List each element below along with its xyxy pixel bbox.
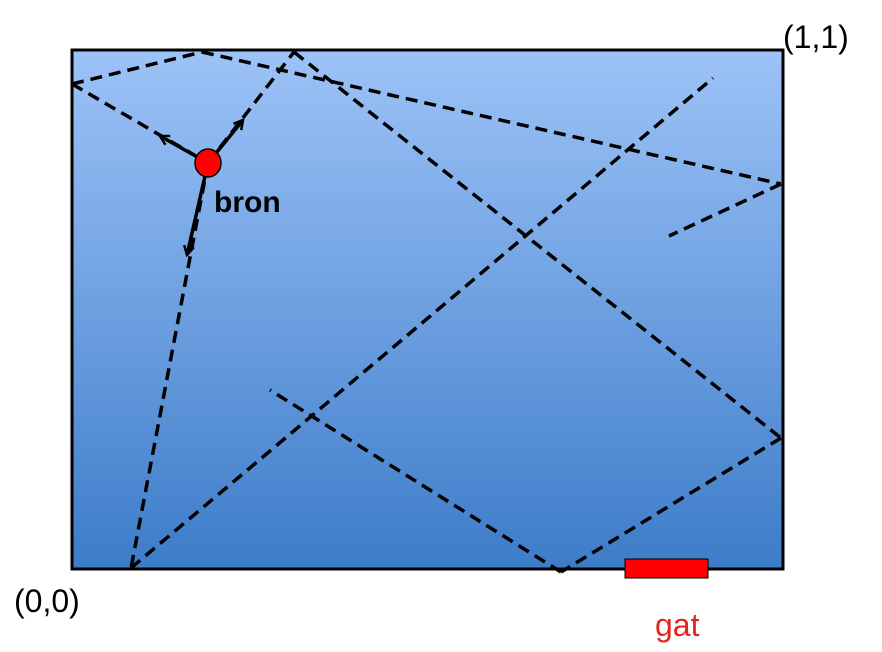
red-circle-icon [194,148,222,178]
gap-label: gat [655,607,700,643]
corner-label-top-right: (1,1) [783,19,849,55]
path-segment [71,50,203,86]
path-segment [668,182,782,238]
path-segment [292,50,783,440]
red-rectangle-icon [624,558,709,579]
particle-paths [71,50,783,574]
domain-box [70,48,785,571]
path-segment [201,50,782,186]
path-segment [129,162,210,569]
path-segment [129,76,715,570]
path-segment [560,436,782,574]
corner-label-bottom-left: (0,0) [14,583,80,619]
arrow-down [187,162,210,255]
path-segment [71,82,209,165]
path-segment [269,388,562,574]
source-label: bron [214,186,281,219]
